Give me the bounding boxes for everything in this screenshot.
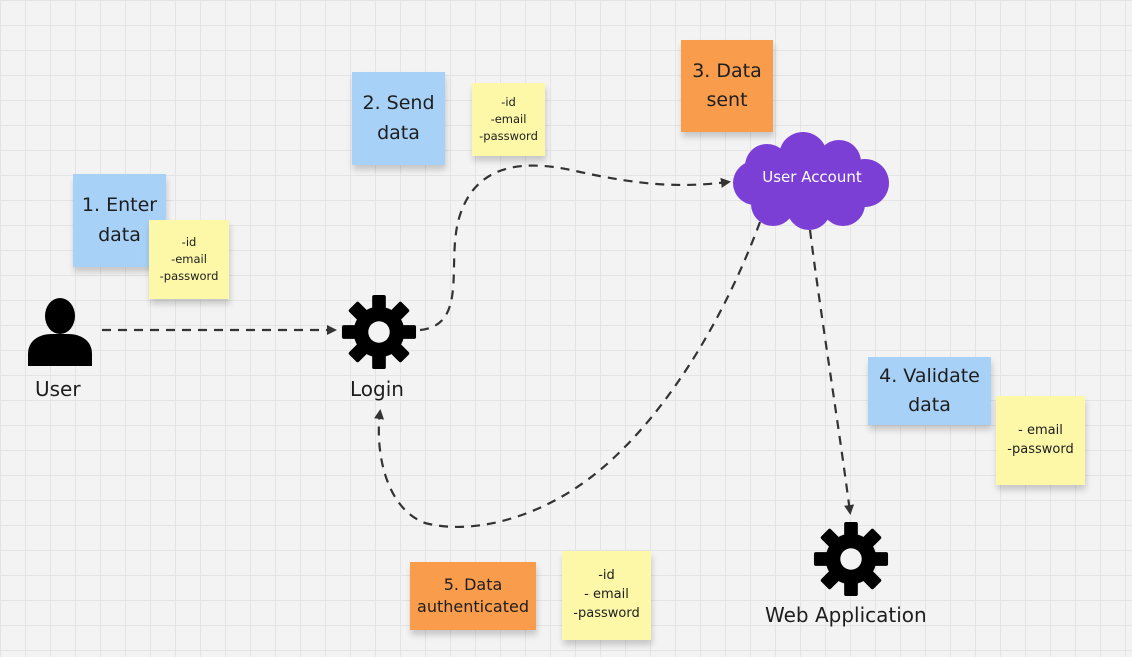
- user-icon[interactable]: [26, 296, 94, 368]
- login-label: Login: [350, 377, 404, 401]
- note-step-2-fields[interactable]: -id -email -password: [472, 83, 545, 156]
- arrow-login-to-user-account: [419, 164, 731, 332]
- note-step-4-fields[interactable]: - email -password: [996, 396, 1085, 485]
- note-step-4[interactable]: 4. Validate data: [868, 357, 991, 425]
- gear-icon[interactable]: [812, 520, 890, 598]
- note-step-2[interactable]: 2. Send data: [352, 72, 445, 165]
- cloud-icon[interactable]: [725, 128, 895, 233]
- arrow-user-account-to-login: [374, 221, 762, 528]
- note-step-3[interactable]: 3. Data sent: [681, 40, 773, 132]
- note-step-1-fields[interactable]: -id -email -password: [149, 220, 229, 299]
- user-account-label: User Account: [762, 168, 862, 186]
- user-label: User: [35, 377, 81, 401]
- web-application-label: Web Application: [765, 603, 927, 627]
- note-step-5-fields[interactable]: -id - email -password: [562, 551, 651, 640]
- note-step-5[interactable]: 5. Data authenticated: [410, 562, 536, 630]
- gear-icon[interactable]: [340, 293, 418, 371]
- arrow-user-account-to-web-app: [808, 229, 855, 515]
